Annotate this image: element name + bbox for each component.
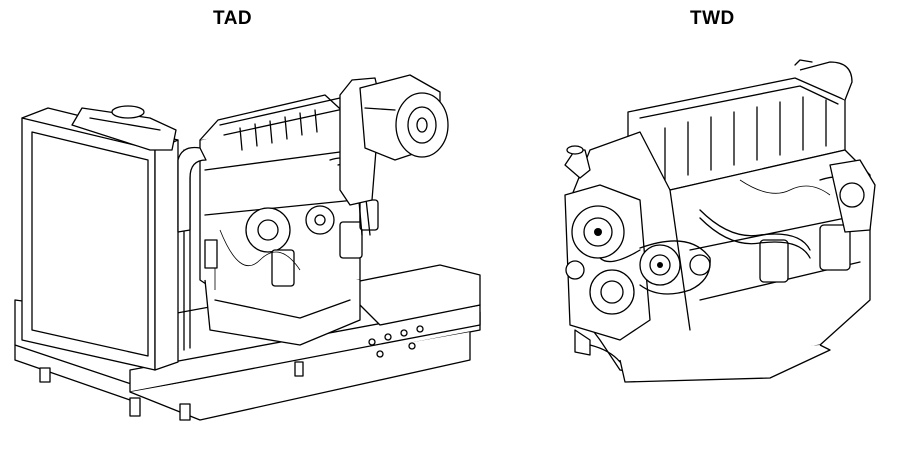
tad-engine-label: TAD xyxy=(213,8,253,29)
twd-front-pulleys xyxy=(564,184,711,341)
tad-expansion-tank xyxy=(71,105,177,151)
tad-engine-block xyxy=(177,94,379,346)
tad-valve-cover-ribs xyxy=(239,109,318,151)
twd-engine-label: TWD xyxy=(690,8,735,29)
tad-engine-drawing xyxy=(14,74,481,421)
twd-alternator xyxy=(829,159,876,233)
tad-radiator xyxy=(21,107,191,371)
twd-thermostat-housing xyxy=(564,145,621,363)
twd-engine-drawing xyxy=(564,59,876,383)
tad-air-filter xyxy=(339,74,449,206)
